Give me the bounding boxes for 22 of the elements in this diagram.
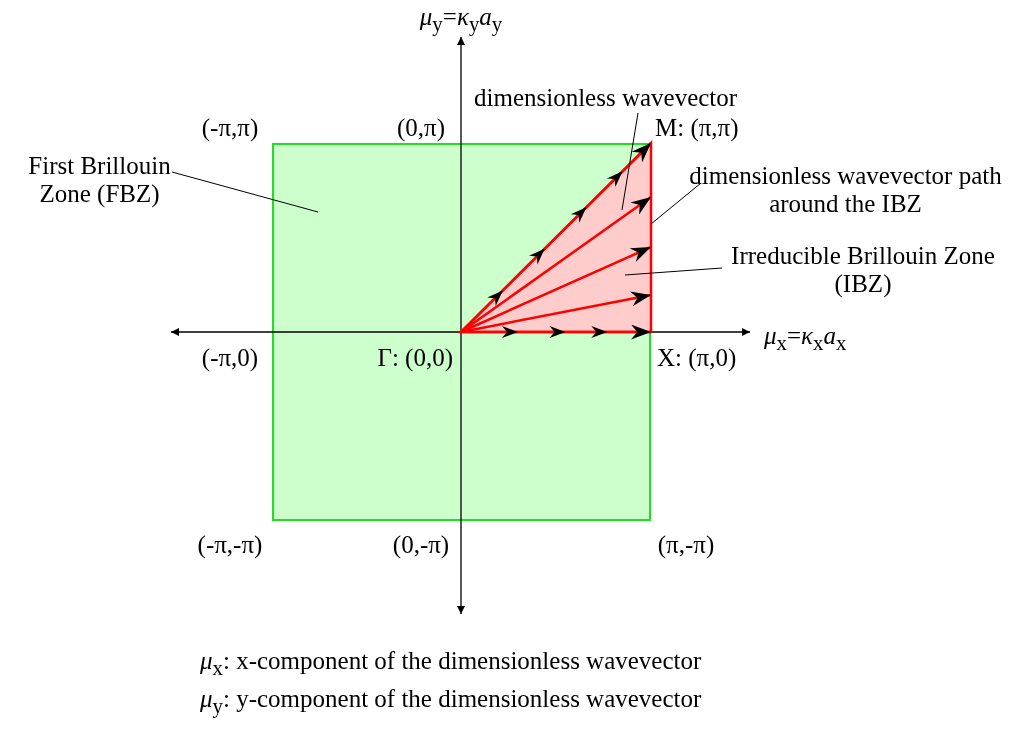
axis-label: μ$_{x}$=κ$_{x}$a$_{x}$ <box>764 322 848 357</box>
zone-square <box>272 143 651 521</box>
leader-line <box>171 171 319 213</box>
point-label: M: (π,π) <box>655 114 740 142</box>
callout-text: dimensionless wavevector <box>474 84 739 112</box>
coordinate-label: (-π,π) <box>200 114 260 142</box>
point-label: X: (π,0) <box>657 344 738 372</box>
coordinate-label: (-π,-π) <box>196 531 264 559</box>
leader-line <box>624 267 723 276</box>
coordinate-label: (π,-π) <box>656 531 716 559</box>
note-text: μ$_{x}$: x-component of the dimensionless wavevector <box>200 647 703 682</box>
callout-text: dimensionless wavevector path around the IBZ <box>688 162 1003 218</box>
coordinate-label: (-π,0) <box>200 344 260 372</box>
note-text: μ$_{y}$: y-component of the dimensionless wavevector <box>200 685 703 720</box>
leader-line <box>621 112 639 211</box>
coordinate-label: (0,π) <box>396 114 446 142</box>
callout-text: Irreducible Brillouin Zone (IBZ) <box>730 242 996 298</box>
callout-text: First Brillouin Zone (FBZ) <box>27 152 172 208</box>
point-label: Γ: (0,0) <box>376 344 453 372</box>
leader-line <box>650 182 702 225</box>
coordinate-label: (0,-π) <box>391 531 451 559</box>
axis-label: μ$_{y}$=κ$_{y}$a$_{y}$ <box>418 3 504 38</box>
